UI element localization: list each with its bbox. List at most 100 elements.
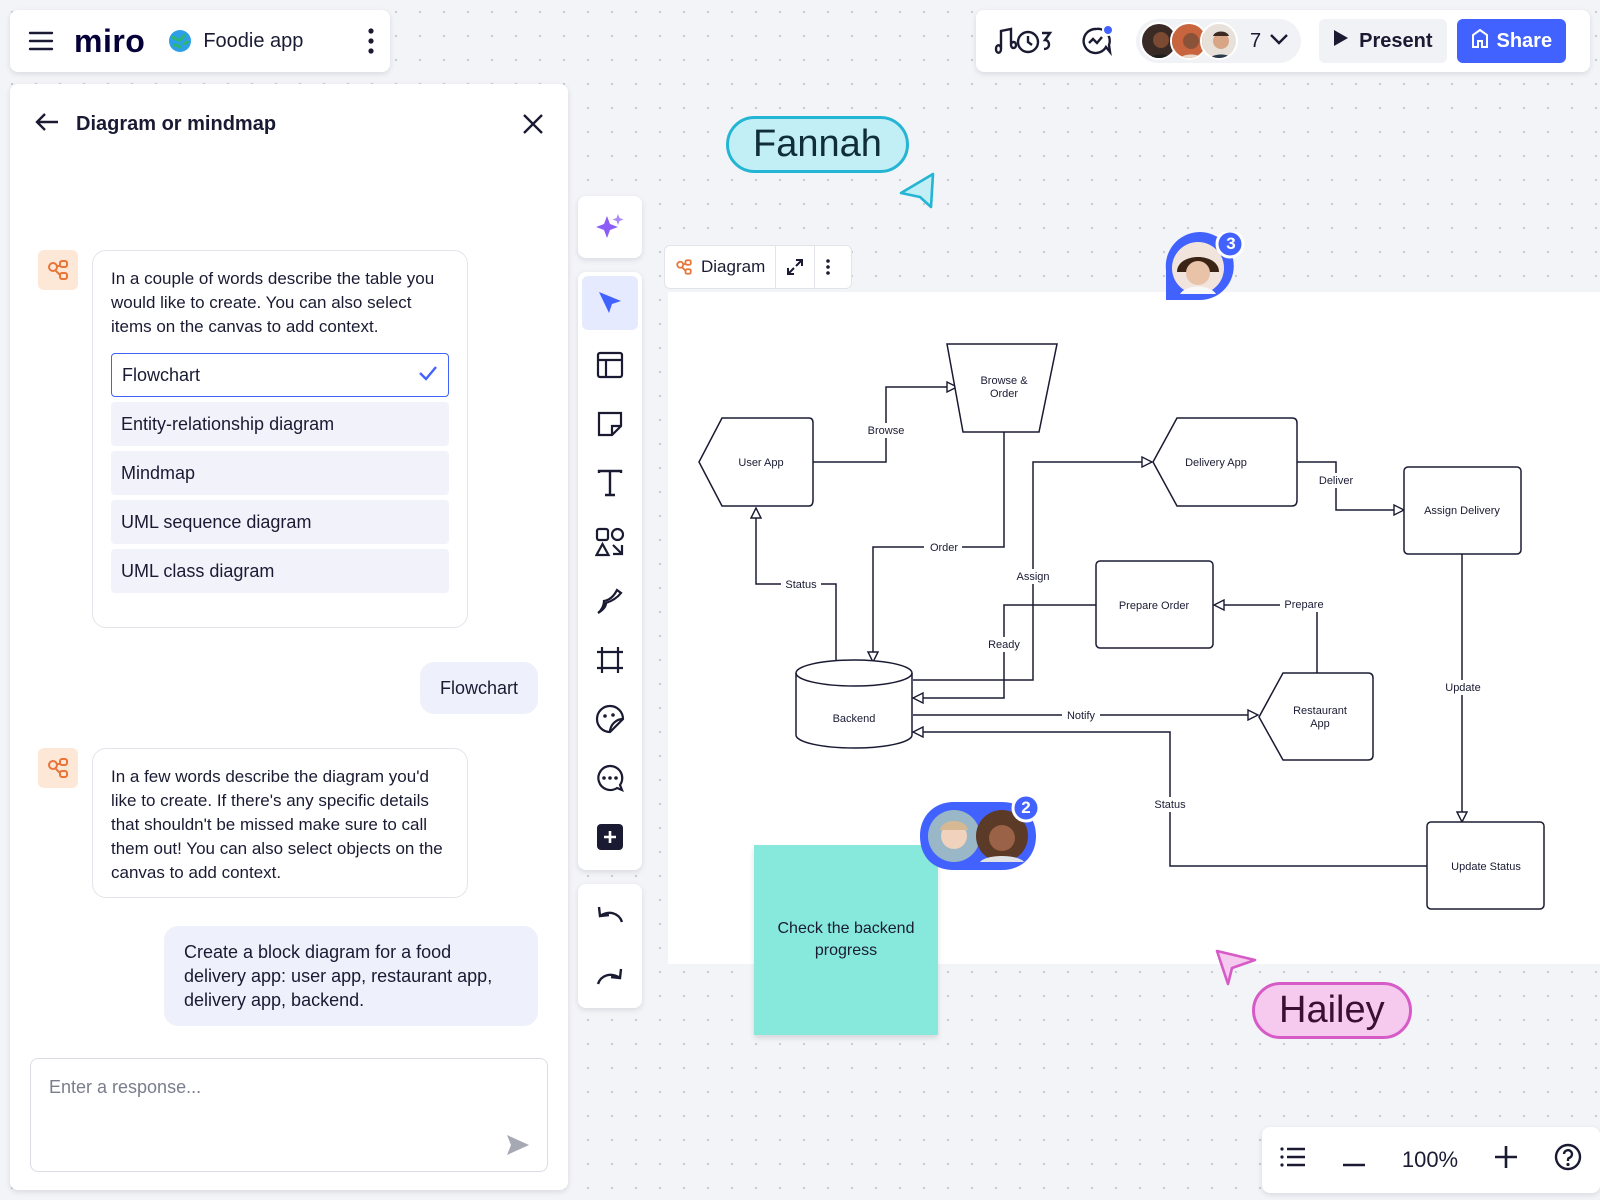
node-delivery-app (1152, 417, 1298, 507)
node-label: Backend (833, 713, 876, 725)
option-mindmap[interactable]: Mindmap (111, 451, 449, 495)
diagram-type-options: Flowchart Entity-relationship diagram Mi… (111, 353, 449, 593)
back-arrow-icon[interactable] (34, 111, 60, 138)
user-message: Flowchart (419, 662, 538, 714)
text-icon[interactable] (578, 453, 642, 512)
node-update-status (1426, 821, 1545, 910)
diagram-assistant-panel: Diagram or mindmap In a couple of words … (10, 84, 568, 1190)
expand-icon[interactable] (775, 246, 814, 288)
avatar (1200, 22, 1238, 60)
sticker-icon[interactable] (578, 689, 642, 748)
avatar (1140, 22, 1178, 60)
pen-icon[interactable] (578, 571, 642, 630)
collaborator-count: 7 (1250, 29, 1262, 52)
ai-toolbar (578, 196, 642, 258)
node-prepare-order (1095, 560, 1214, 649)
select-cursor-icon[interactable] (582, 276, 638, 330)
edge-label: Prepare (1284, 599, 1323, 611)
check-icon (418, 363, 438, 387)
edge-label: Status (1154, 799, 1186, 811)
edge-label: Assign (1016, 571, 1049, 583)
chevron-down-icon[interactable] (1269, 32, 1289, 50)
close-icon[interactable] (522, 113, 544, 135)
comment-pin[interactable]: 3 (1162, 229, 1262, 317)
panel-title: Diagram or mindmap (76, 112, 277, 135)
comment-icon[interactable] (578, 748, 642, 807)
menu-icon[interactable] (28, 30, 54, 52)
frame-icon[interactable] (578, 630, 642, 689)
node-restaurant-app (1258, 672, 1374, 761)
undo-icon[interactable] (578, 884, 642, 946)
option-uml-sequence[interactable]: UML sequence diagram (111, 500, 449, 544)
user-message: Create a block diagram for a food delive… (164, 926, 538, 1026)
cursor-fannah-icon (899, 172, 935, 209)
ai-message: In a couple of words describe the table … (92, 250, 468, 628)
node-user-app (698, 417, 814, 507)
zoom-out-icon[interactable] (1342, 1147, 1366, 1173)
ai-diagram-icon (38, 250, 78, 290)
shapes-icon[interactable] (578, 512, 642, 571)
history-toolbar (578, 884, 642, 1008)
option-entity-relationship[interactable]: Entity-relationship diagram (111, 402, 449, 446)
ai-message: In a few words describe the diagram you'… (92, 748, 468, 898)
cursor-label-fannah: Fannah (726, 116, 909, 173)
zoom-bar: 100% (1262, 1127, 1600, 1193)
add-icon[interactable] (578, 807, 642, 866)
reactions-icon[interactable] (1080, 24, 1114, 58)
share-icon (1471, 28, 1489, 54)
badge-count: 3 (1226, 234, 1236, 253)
node-backend (795, 659, 913, 749)
board-name[interactable]: Foodie app (203, 29, 304, 52)
node-assign-delivery (1403, 466, 1522, 555)
share-button[interactable]: Share (1456, 19, 1567, 63)
node-label: Browse &Order (980, 375, 1028, 400)
option-uml-class[interactable]: UML class diagram (111, 549, 449, 593)
collaborators[interactable]: 7 (1136, 19, 1302, 63)
timer-icon[interactable] (992, 25, 1054, 57)
edge-label: Order (930, 542, 958, 554)
cursor-label-hailey: Hailey (1252, 982, 1412, 1039)
option-flowchart[interactable]: Flowchart (111, 353, 449, 397)
edge-label: Ready (988, 639, 1020, 651)
sticky-note[interactable]: Check the backend progress (754, 845, 938, 1035)
panel-header: Diagram or mindmap (34, 104, 544, 144)
edge-label: Browse (868, 425, 905, 437)
list-icon[interactable] (1280, 1146, 1306, 1174)
response-box (30, 1058, 548, 1172)
cursor-hailey-icon (1215, 949, 1257, 986)
templates-icon[interactable] (578, 335, 642, 394)
miro-logo: miro (74, 22, 146, 59)
zoom-level[interactable]: 100% (1401, 1147, 1459, 1172)
tools-toolbar (578, 272, 642, 870)
diagram-label[interactable]: Diagram (665, 246, 775, 288)
send-icon[interactable] (505, 1133, 531, 1157)
node-label: Prepare Order (1119, 600, 1190, 612)
present-button[interactable]: Present (1319, 19, 1447, 63)
diagram-toolbar: Diagram (664, 245, 852, 289)
node-label: Delivery App (1185, 457, 1247, 469)
comment-pin[interactable]: 2 (918, 793, 1048, 881)
edge-label: Notify (1067, 710, 1096, 722)
help-icon[interactable] (1554, 1143, 1582, 1177)
node-browse-order (946, 343, 1058, 433)
sticky-note-icon[interactable] (578, 394, 642, 453)
redo-icon[interactable] (578, 946, 642, 1008)
response-input[interactable] (49, 1077, 529, 1098)
edge-label: Status (785, 579, 817, 591)
badge-count: 2 (1021, 798, 1031, 817)
zoom-in-icon[interactable] (1494, 1145, 1518, 1175)
globe-icon (167, 28, 193, 54)
play-icon (1333, 29, 1349, 53)
edge-label: Deliver (1319, 475, 1354, 487)
more-vertical-icon[interactable] (814, 246, 841, 288)
node-label: User App (738, 457, 783, 469)
node-label: Update Status (1451, 861, 1521, 873)
edge-label: Update (1445, 682, 1480, 694)
node-label: Assign Delivery (1424, 505, 1500, 517)
edge-prepare (1214, 605, 1318, 673)
sparkle-icon[interactable] (578, 196, 642, 258)
board-bar: miro Foodie app (10, 10, 390, 72)
more-vertical-icon[interactable] (366, 27, 376, 55)
